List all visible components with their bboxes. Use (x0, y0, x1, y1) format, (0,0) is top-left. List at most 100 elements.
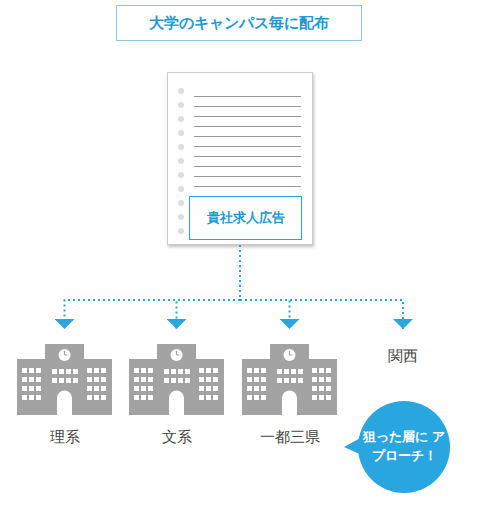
ring-hole (178, 186, 184, 192)
door (282, 391, 297, 416)
window (326, 377, 331, 382)
window (206, 368, 211, 373)
dotted-arrow (65, 245, 241, 329)
window (312, 386, 317, 391)
window (213, 368, 218, 373)
window (94, 377, 99, 382)
node-label: 貴社求人広告 (207, 209, 285, 227)
window (199, 368, 204, 373)
window (87, 368, 92, 373)
window (291, 378, 296, 383)
window (87, 395, 92, 400)
campus-node: 理系 (17, 343, 112, 447)
window (199, 377, 204, 382)
window (254, 368, 259, 373)
text-line (194, 166, 301, 167)
ring-hole (178, 228, 184, 234)
window (22, 395, 27, 400)
window (36, 368, 41, 373)
window (206, 377, 211, 382)
callout-text-holder: 狙った層に アプローチ！ (362, 428, 446, 466)
window (29, 368, 34, 373)
ad-document: 貴社求人広告 (167, 72, 313, 245)
window (178, 378, 183, 383)
text-line (194, 186, 301, 187)
window (36, 386, 41, 391)
window (185, 378, 190, 383)
window (22, 368, 27, 373)
text-line (194, 106, 301, 107)
dotted-arrow (177, 245, 241, 329)
window (29, 377, 34, 382)
ring-hole (178, 158, 184, 164)
label-holder: 一都三県 (242, 428, 337, 447)
window (148, 395, 153, 400)
window (319, 368, 324, 373)
window (206, 386, 211, 391)
window (66, 369, 71, 374)
clock-hands (177, 351, 180, 355)
window (101, 377, 106, 382)
ring-hole (178, 172, 184, 178)
window (277, 378, 282, 383)
window (298, 369, 303, 374)
window (134, 395, 139, 400)
window (319, 377, 324, 382)
window (254, 386, 259, 391)
window (22, 377, 27, 382)
clock-face (284, 349, 296, 361)
window (87, 377, 92, 382)
ring-hole (178, 116, 184, 122)
window (277, 369, 282, 374)
window (247, 386, 252, 391)
ring-hole (178, 200, 184, 206)
window (213, 377, 218, 382)
window (213, 386, 218, 391)
label-holder: 文系 (129, 428, 224, 447)
window (284, 378, 289, 383)
text-line (194, 156, 301, 157)
window (22, 386, 27, 391)
window (312, 395, 317, 400)
building-tower (270, 344, 309, 415)
window (148, 377, 153, 382)
window (73, 369, 78, 374)
window (134, 377, 139, 382)
window (298, 378, 303, 383)
window (247, 377, 252, 382)
window (101, 395, 106, 400)
window (52, 378, 57, 383)
clock-face (171, 349, 183, 361)
window (87, 386, 92, 391)
label-holder: 理系 (17, 428, 112, 447)
window (326, 386, 331, 391)
window (326, 368, 331, 373)
ring-hole (178, 214, 184, 220)
window (185, 369, 190, 374)
window (171, 369, 176, 374)
window (319, 395, 324, 400)
window (261, 386, 266, 391)
window (101, 368, 106, 373)
window (134, 368, 139, 373)
window (59, 369, 64, 374)
window (141, 386, 146, 391)
window (29, 386, 34, 391)
window (148, 368, 153, 373)
window (36, 395, 41, 400)
window (261, 368, 266, 373)
window (171, 378, 176, 383)
clock-face (59, 349, 71, 361)
dotted-arrow (240, 245, 403, 329)
callout-text: 狙った層に アプローチ！ (362, 428, 446, 466)
ring-hole (178, 102, 184, 108)
callout-circle: 狙った層に アプローチ！ (358, 401, 450, 493)
window (254, 395, 259, 400)
campus-node: 一都三県 (242, 343, 337, 447)
window (326, 395, 331, 400)
clock-hands (290, 351, 293, 355)
window (148, 386, 153, 391)
window (319, 386, 324, 391)
